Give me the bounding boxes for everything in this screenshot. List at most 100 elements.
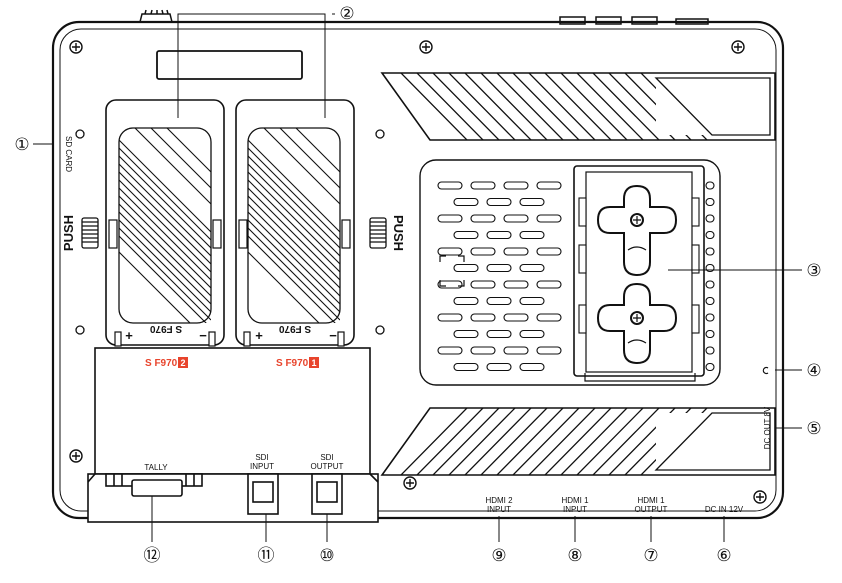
grille-slot: [519, 362, 545, 372]
grille-slot: [486, 362, 512, 372]
callout-4: ④: [806, 361, 821, 381]
battery-left-text: S F970: [149, 323, 182, 334]
grille-slot: [486, 263, 512, 273]
sdi-input-label-2: INPUT: [250, 462, 274, 471]
hdmi1-output-label-2: OUTPUT: [635, 505, 668, 514]
grille-slot: [453, 362, 479, 372]
grille-slot: [437, 346, 463, 355]
grille-slot: [437, 214, 463, 223]
sdi-output-label-1: SDI: [320, 453, 333, 462]
grille-slot: [503, 247, 529, 256]
grille-slot: [470, 214, 496, 223]
bay-badge-left-num: 2: [180, 358, 185, 368]
hdmi2-input-label-2: INPUT: [487, 505, 511, 514]
battery-right-minus: −: [329, 328, 337, 343]
grille-slots: [437, 181, 715, 372]
grille-slot: [705, 296, 715, 306]
hdmi1-output-label-1: HDMI 1: [637, 496, 665, 505]
sd-card-label: SD CARD: [64, 136, 73, 172]
grille-slot: [503, 280, 529, 289]
vent-top: [380, 72, 776, 141]
push-button-right[interactable]: [369, 217, 387, 249]
grille-slot: [437, 313, 463, 322]
dc-out-label: DC OUT 8V: [763, 406, 772, 449]
grille-slot: [536, 346, 562, 355]
battery-right-text: S F970: [278, 323, 311, 334]
grille-slot: [470, 280, 496, 289]
sdi-input-label-1: SDI: [255, 453, 268, 462]
bay-label-left: S F970: [145, 358, 178, 369]
grille-slot: [705, 263, 715, 273]
battery-left-minus: −: [199, 328, 207, 343]
grille-slot: [503, 346, 529, 355]
grille-slot: [453, 296, 479, 306]
grille-slot: [437, 247, 463, 256]
sdi-output-label-2: OUTPUT: [311, 462, 344, 471]
grille-slot: [705, 247, 715, 256]
hdmi1-input-label-1: HDMI 1: [561, 496, 589, 505]
grille-square-mark: [439, 255, 465, 287]
callout-12: ⑫: [144, 546, 161, 566]
grille-slot: [437, 181, 463, 190]
grille-slot: [705, 214, 715, 223]
small-holes: [75, 129, 385, 335]
grille-slot: [705, 197, 715, 207]
grille-slot: [705, 280, 715, 289]
grille-slot: [705, 329, 715, 339]
battery-plate-left: [105, 99, 225, 347]
callout-5: ⑤: [806, 419, 821, 439]
grille-slot: [519, 263, 545, 273]
grille-slot: [536, 181, 562, 190]
hdmi2-input-label-1: HDMI 2: [485, 496, 513, 505]
callout-11: ⑪: [258, 546, 275, 566]
headphone-jack: [762, 366, 769, 375]
bay-badge-left: [178, 357, 188, 368]
top-slot: [156, 50, 303, 80]
grille-slot: [519, 230, 545, 240]
grille-slot: [486, 296, 512, 306]
housing-screws: [69, 40, 767, 504]
push-label-right: PUSH: [391, 215, 406, 251]
grille-slot: [536, 313, 562, 322]
grille-slot: [470, 313, 496, 322]
grille-slot: [519, 197, 545, 207]
grille-slot: [470, 181, 496, 190]
grille-slot: [705, 181, 715, 190]
grille-slot: [486, 329, 512, 339]
hdmi1-input-label-2: INPUT: [563, 505, 587, 514]
callout-1: ①: [14, 135, 29, 155]
grille-slot: [705, 313, 715, 322]
battery-left-plus: +: [125, 328, 133, 343]
callout-7: ⑦: [643, 546, 658, 566]
callout-6: ⑥: [716, 546, 731, 566]
grille-slot: [503, 181, 529, 190]
dc-in-label: DC IN 12V: [705, 505, 744, 514]
grille-slot: [705, 230, 715, 240]
grille-slot: [705, 346, 715, 355]
grille-slot: [519, 329, 545, 339]
grille-slot: [536, 247, 562, 256]
grille-slot: [536, 214, 562, 223]
grille-slot: [470, 247, 496, 256]
bay-badge-right: [309, 357, 319, 368]
grille-slot: [536, 280, 562, 289]
battery-plate-right: [235, 99, 355, 347]
grille-slot: [453, 263, 479, 273]
push-button-left[interactable]: [81, 217, 99, 249]
grille-slot: [437, 280, 463, 289]
grille-slot: [486, 230, 512, 240]
vent-bottom: [380, 407, 776, 476]
grille-slot: [453, 197, 479, 207]
callout-2: ②: [339, 4, 354, 24]
leader-lines: [33, 13, 802, 542]
callout-8: ⑧: [567, 546, 582, 566]
push-label-left: PUSH: [61, 215, 76, 251]
grille-slot: [519, 296, 545, 306]
grille-slot: [503, 313, 529, 322]
callout-3: ③: [806, 261, 821, 281]
battery-right-plus: +: [255, 328, 263, 343]
connector-box: [87, 347, 379, 523]
grille-slot: [470, 346, 496, 355]
bay-label-right: S F970: [276, 358, 309, 369]
